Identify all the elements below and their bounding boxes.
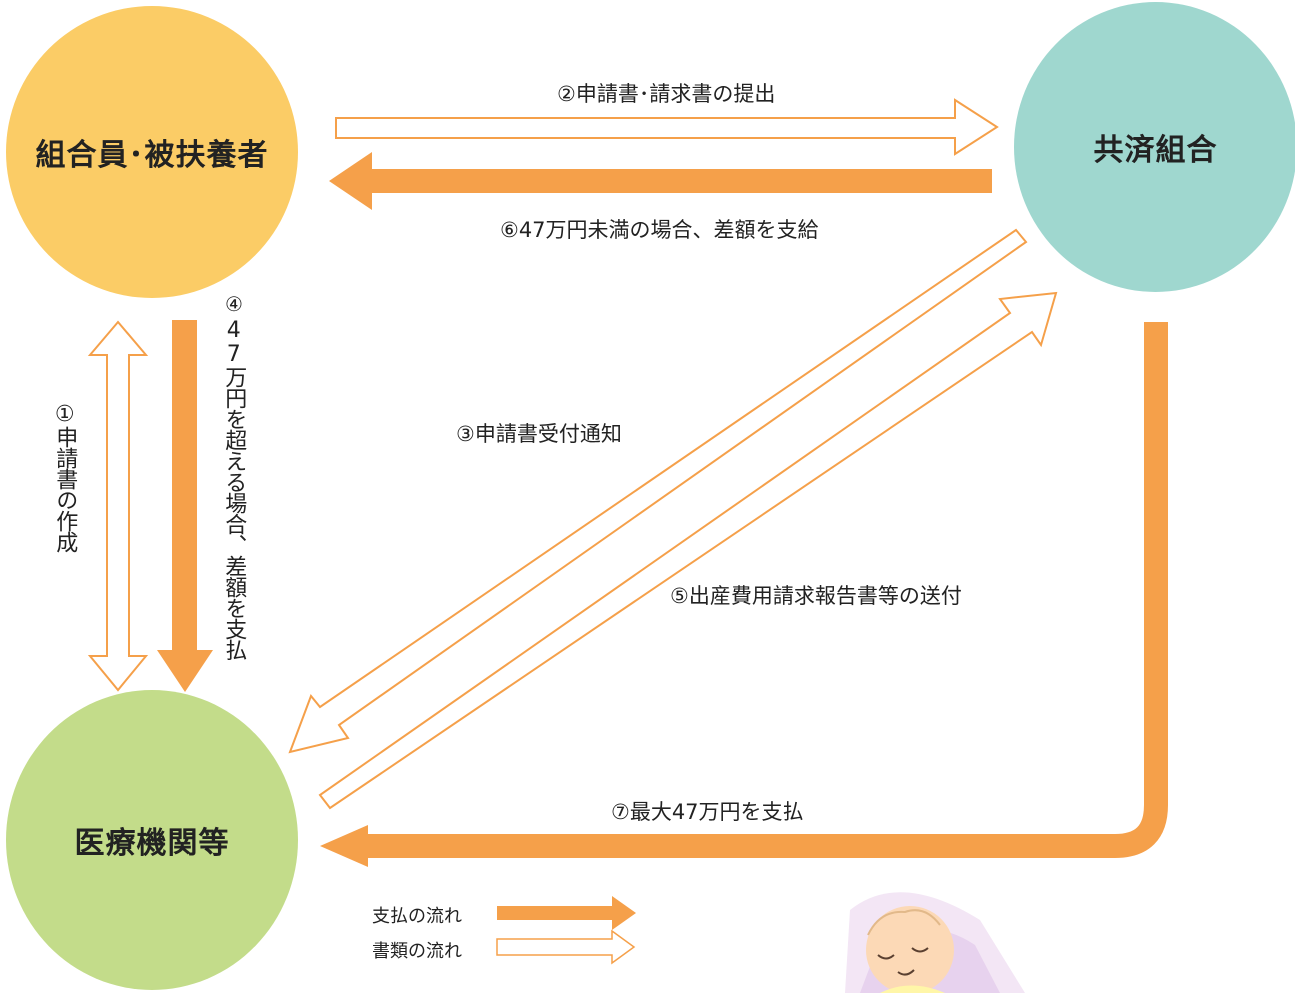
step4-label: 47万円を超える場合、差額を支払 [221, 318, 247, 660]
medical-label: 医療機関等 [74, 826, 230, 861]
step5-label: ⑤出産費用請求報告書等の送付 [670, 584, 962, 608]
arrow-step7-head [320, 825, 368, 867]
association-label: 共済組合 [1093, 133, 1218, 168]
step2-label: ②申請書･請求書の提出 [557, 82, 776, 106]
arrow-step1-documents [87, 320, 149, 692]
baby-clothes [880, 985, 945, 993]
baby-mouth [897, 969, 915, 976]
medical-circle: 医療機関等 [6, 690, 298, 990]
arrow-step2-documents [335, 98, 999, 156]
member-label: 組合員･被扶養者 [35, 138, 269, 173]
step1-label: ①申請書の作成 [52, 402, 78, 552]
arrow-step5-documents [318, 291, 1058, 810]
step6-label: ⑥47万円未満の場合、差額を支給 [500, 218, 819, 242]
legend-payment-arrow [497, 896, 636, 930]
step7-label: ⑦最大47万円を支払 [611, 800, 804, 824]
arrow-step3-documents [288, 228, 1028, 754]
baby-eye-left [877, 954, 895, 960]
baby-head [866, 906, 954, 993]
baby-hair [867, 909, 941, 936]
arrow-step7-payment [368, 322, 1168, 858]
legend-document-arrow [496, 929, 636, 965]
baby-illustration [845, 892, 1025, 993]
step3-label: ③申請書受付通知 [456, 422, 622, 446]
legend-document-label: 書類の流れ [372, 941, 462, 962]
step4-number: ④ [222, 292, 246, 315]
baby-eye-right [911, 947, 929, 953]
arrow-step6-payment [329, 152, 992, 210]
member-circle: 組合員･被扶養者 [6, 6, 298, 298]
legend-payment-label: 支払の流れ [372, 906, 462, 927]
association-circle: 共済組合 [1014, 2, 1295, 292]
arrow-step4-payment [157, 320, 213, 692]
